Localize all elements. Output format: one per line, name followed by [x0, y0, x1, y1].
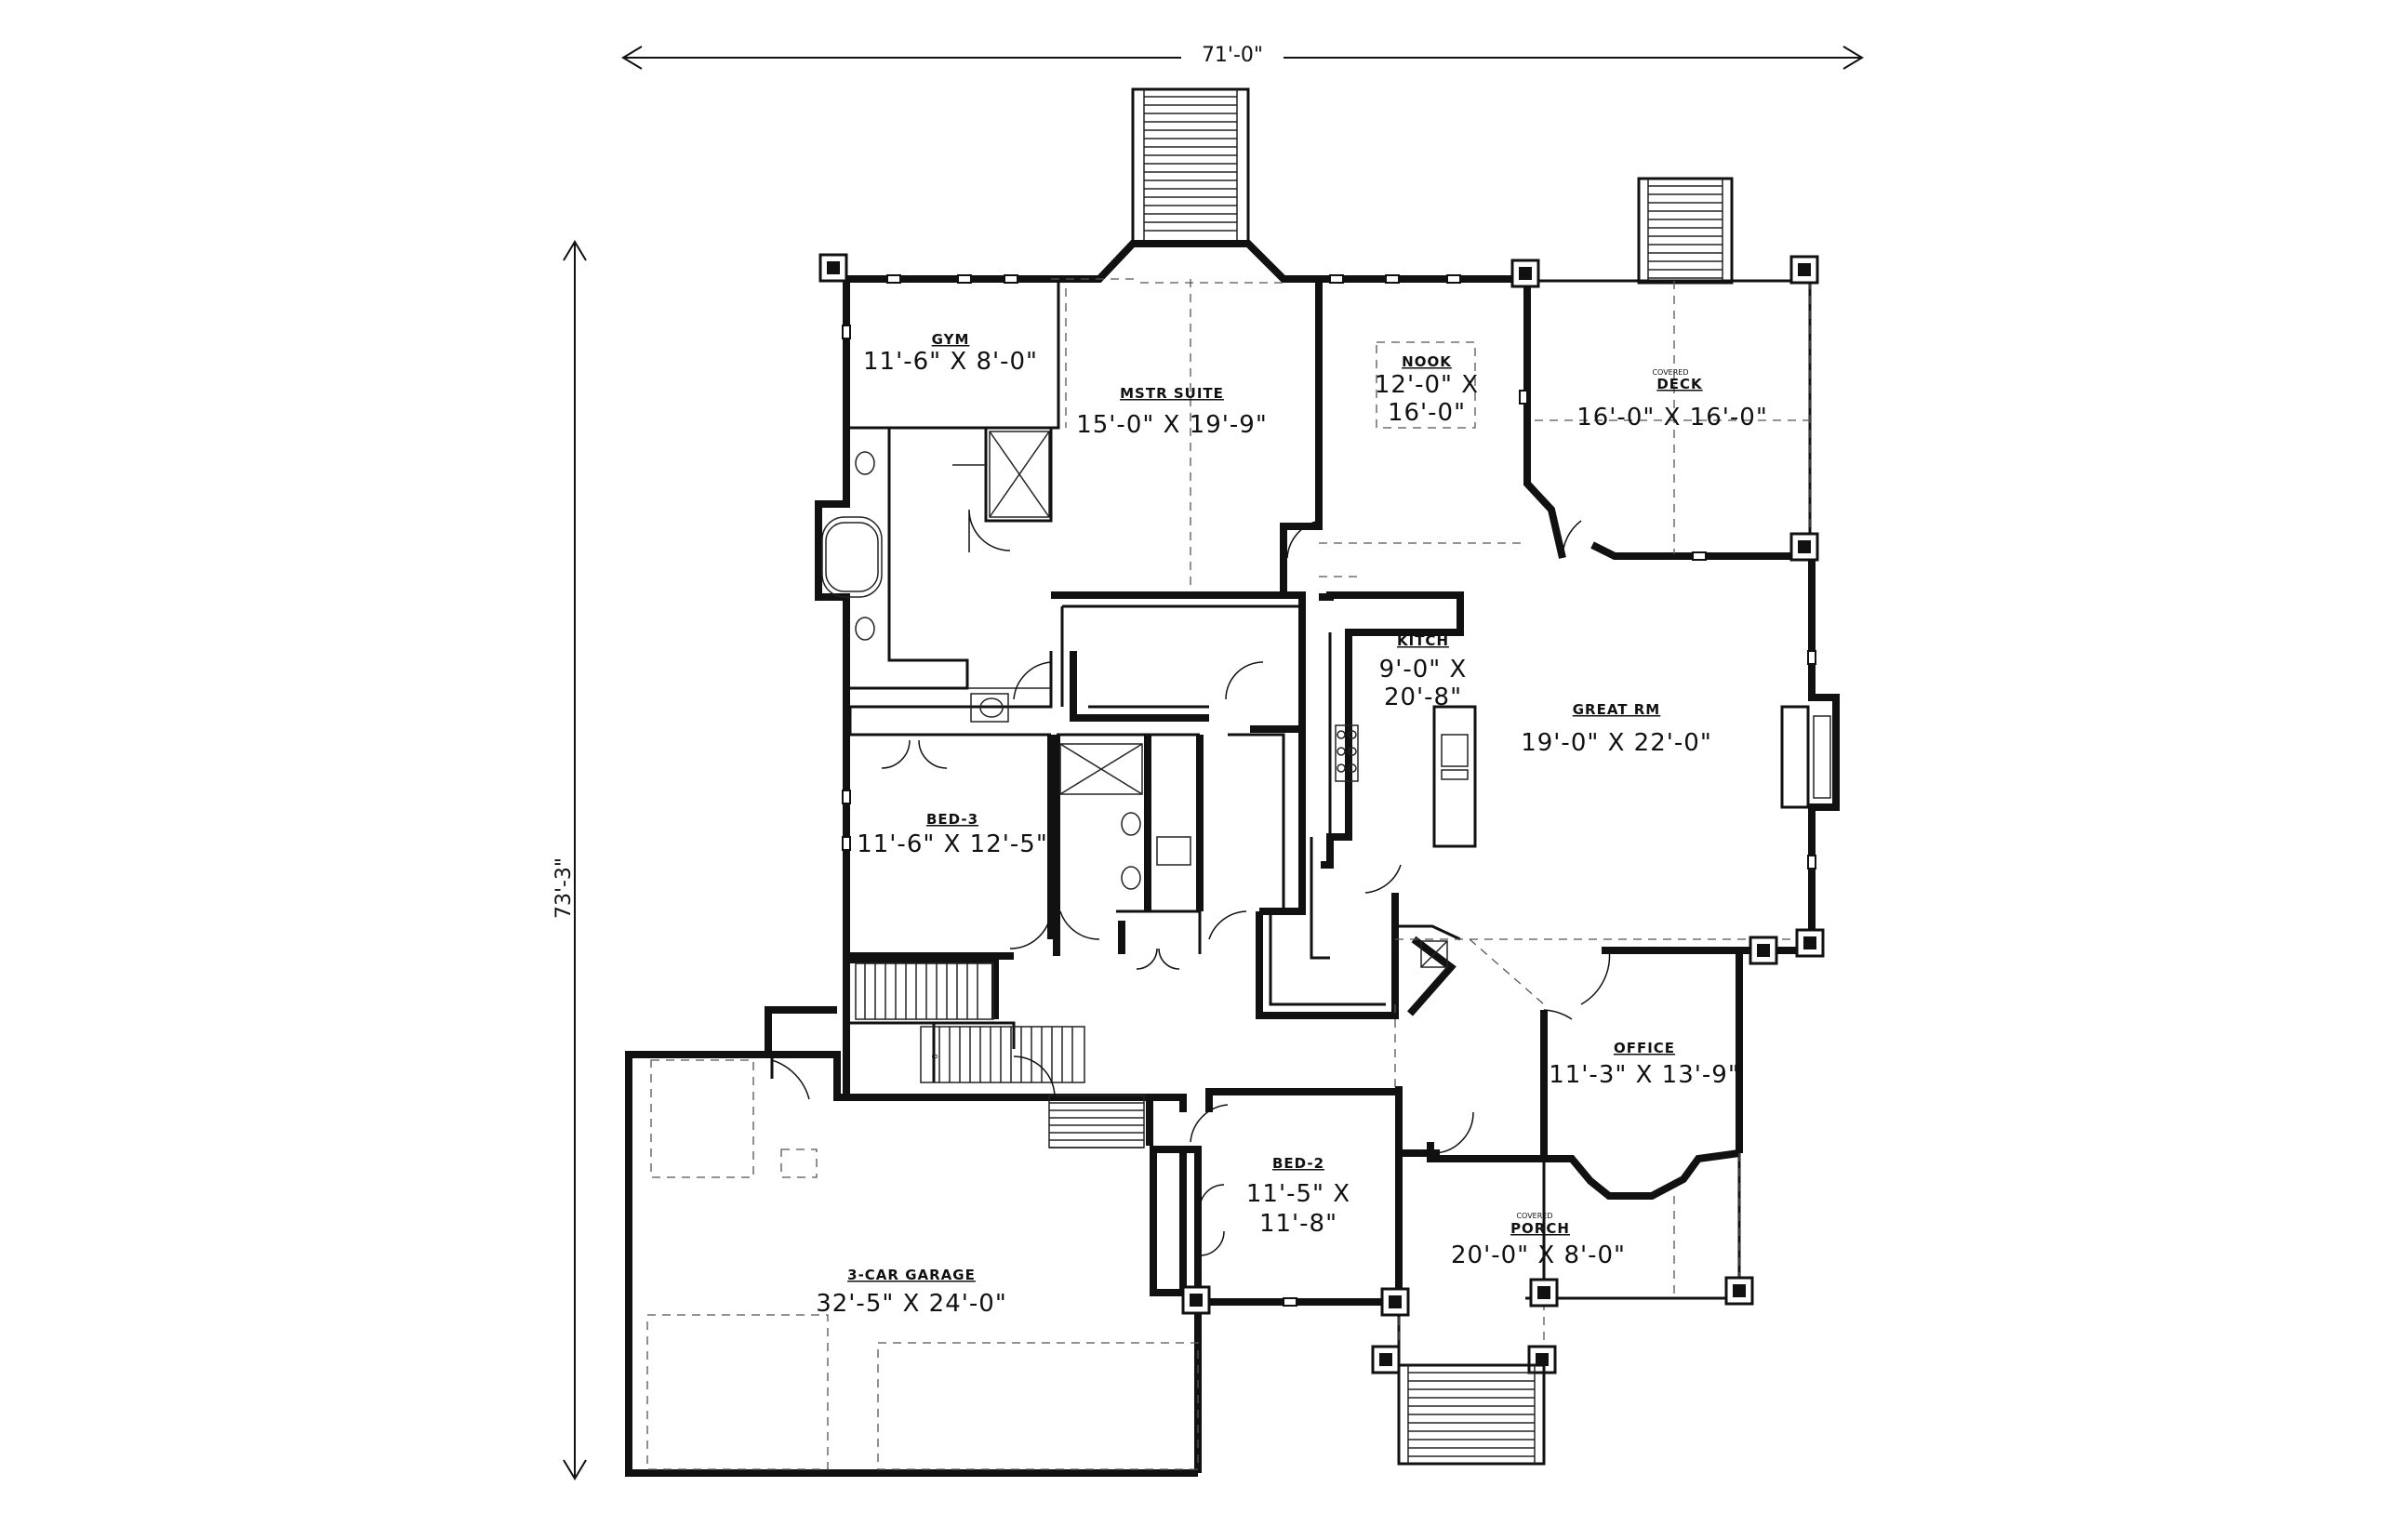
- room-size-gym: 11'-6" X 8'-0": [863, 348, 1038, 376]
- column-post-core: [1757, 944, 1770, 957]
- stove-icon: [1335, 724, 1359, 782]
- room-size-kitchen-line2: 20'-8": [1384, 684, 1462, 711]
- column-post-core: [1733, 1284, 1746, 1297]
- column-post-core: [1798, 540, 1811, 553]
- room-size-great-room: 19'-0" X 22'-0": [1521, 729, 1712, 757]
- bathtub-icon: [821, 516, 883, 598]
- room-name-garage: 3-CAR GARAGE: [847, 1267, 976, 1283]
- column-post: [1380, 1287, 1410, 1317]
- exterior-walls: [625, 240, 1840, 1477]
- room-name-master-suite: MSTR SUITE: [1120, 385, 1224, 402]
- room-size-bed2-line2: 11'-8": [1259, 1210, 1337, 1238]
- door-closet: [1225, 661, 1264, 700]
- door-bed3: [1009, 910, 1052, 949]
- room-name-nook: NOOK: [1402, 353, 1452, 370]
- room-name-porch: PORCH: [1510, 1220, 1570, 1237]
- room-name-office: OFFICE: [1614, 1040, 1675, 1056]
- dashed-lines: [646, 278, 1811, 1470]
- door-office: [1580, 948, 1611, 1005]
- column-post-core: [1798, 263, 1811, 276]
- room-size-master-suite: 15'-0" X 19'-9": [1076, 411, 1268, 439]
- column-post-core: [1803, 936, 1816, 949]
- room-name-deck: DECK: [1656, 376, 1703, 392]
- room-size-nook-line1: 12'-0" X: [1375, 371, 1479, 399]
- posts: [818, 253, 1825, 1374]
- room-size-bed3: 11'-6" X 12'-5": [857, 830, 1048, 858]
- sink-icon: [1441, 734, 1469, 767]
- door-garage: [771, 1059, 810, 1100]
- shower-icon: [989, 431, 1050, 518]
- deck-stairs: [1637, 177, 1734, 285]
- room-name-kitchen: KITCH: [1397, 632, 1449, 649]
- room-size-kitchen-line1: 9'-0" X: [1379, 656, 1468, 684]
- toilet-icon: [970, 693, 1009, 723]
- door-wc: [1013, 661, 1052, 700]
- column-post-core: [1379, 1353, 1392, 1366]
- sink-icon: [855, 451, 875, 475]
- door-bed2: [1190, 1104, 1229, 1143]
- shower-icon: [1059, 743, 1143, 795]
- stair-count-label: 8: [931, 1054, 939, 1058]
- rear-stairs: [1131, 87, 1250, 244]
- water-heater-icon: [1420, 940, 1448, 968]
- overall-depth-dimension: 73'-3": [552, 240, 587, 1480]
- room-size-office: 11'-3" X 13'-9": [1549, 1061, 1740, 1089]
- door-bath: [968, 509, 1011, 552]
- toilet-icon: [1121, 866, 1141, 890]
- door-swings: [771, 509, 1611, 1256]
- room-name-bed3: BED-3: [926, 811, 978, 828]
- door-garage-hall: [1013, 1055, 1056, 1098]
- column-post-core: [1389, 1295, 1402, 1308]
- door-linen: [1208, 910, 1247, 940]
- overall-width-label: 71'-0": [1202, 44, 1263, 67]
- room-qualifier-porch: COVERED: [1516, 1212, 1552, 1220]
- column-post-core: [1190, 1294, 1203, 1307]
- column-post: [1371, 1345, 1401, 1374]
- room-labels: GYM 11'-6" X 8'-0" MSTR SUITE 15'-0" X 1…: [816, 331, 1768, 1318]
- column-post: [1529, 1278, 1559, 1308]
- fixtures: [821, 431, 1831, 968]
- front-stairs: [1397, 1363, 1546, 1466]
- door-office-b: [1543, 1009, 1573, 1020]
- room-size-garage: 32'-5" X 24'-0": [816, 1290, 1007, 1318]
- room-size-deck: 16'-0" X 16'-0": [1576, 404, 1768, 431]
- room-size-nook-line2: 16'-0": [1388, 399, 1466, 427]
- room-size-bed2-line1: 11'-5" X: [1246, 1180, 1350, 1208]
- column-post-core: [1537, 1286, 1550, 1299]
- toilet-icon: [1121, 812, 1141, 836]
- kitchen-island: [1432, 705, 1477, 848]
- door-pantry: [1364, 864, 1402, 894]
- column-post: [1749, 936, 1778, 965]
- column-post-core: [1519, 267, 1532, 280]
- door-deck: [1562, 520, 1582, 559]
- column-post-core: [827, 261, 840, 274]
- door-master: [1286, 520, 1320, 559]
- column-post-core: [1536, 1353, 1549, 1366]
- room-name-bed2: BED-2: [1272, 1155, 1324, 1172]
- overall-width-dimension: 71'-0": [621, 41, 1864, 70]
- door-entry: [1435, 1111, 1474, 1154]
- room-name-great-room: GREAT RM: [1573, 701, 1660, 718]
- door-bed3-closet: [881, 739, 948, 769]
- sink-icon: [855, 617, 875, 641]
- door-linen-pair: [1136, 948, 1180, 970]
- interior-stairs: 8: [855, 962, 1145, 1148]
- room-name-gym: GYM: [932, 331, 970, 348]
- door-hall-bath: [1059, 910, 1100, 940]
- room-size-porch: 20'-0" X 8'-0": [1451, 1241, 1626, 1269]
- windows: [842, 274, 1816, 1307]
- interior-walls: [846, 279, 1464, 1112]
- overall-depth-label: 73'-3": [552, 857, 576, 919]
- sink-icon: [1156, 836, 1191, 866]
- column-post: [1789, 255, 1819, 285]
- room-qualifier-deck: COVERED: [1652, 368, 1688, 377]
- fireplace-icon: [1780, 705, 1810, 809]
- door-bed2-closet: [1199, 1184, 1225, 1256]
